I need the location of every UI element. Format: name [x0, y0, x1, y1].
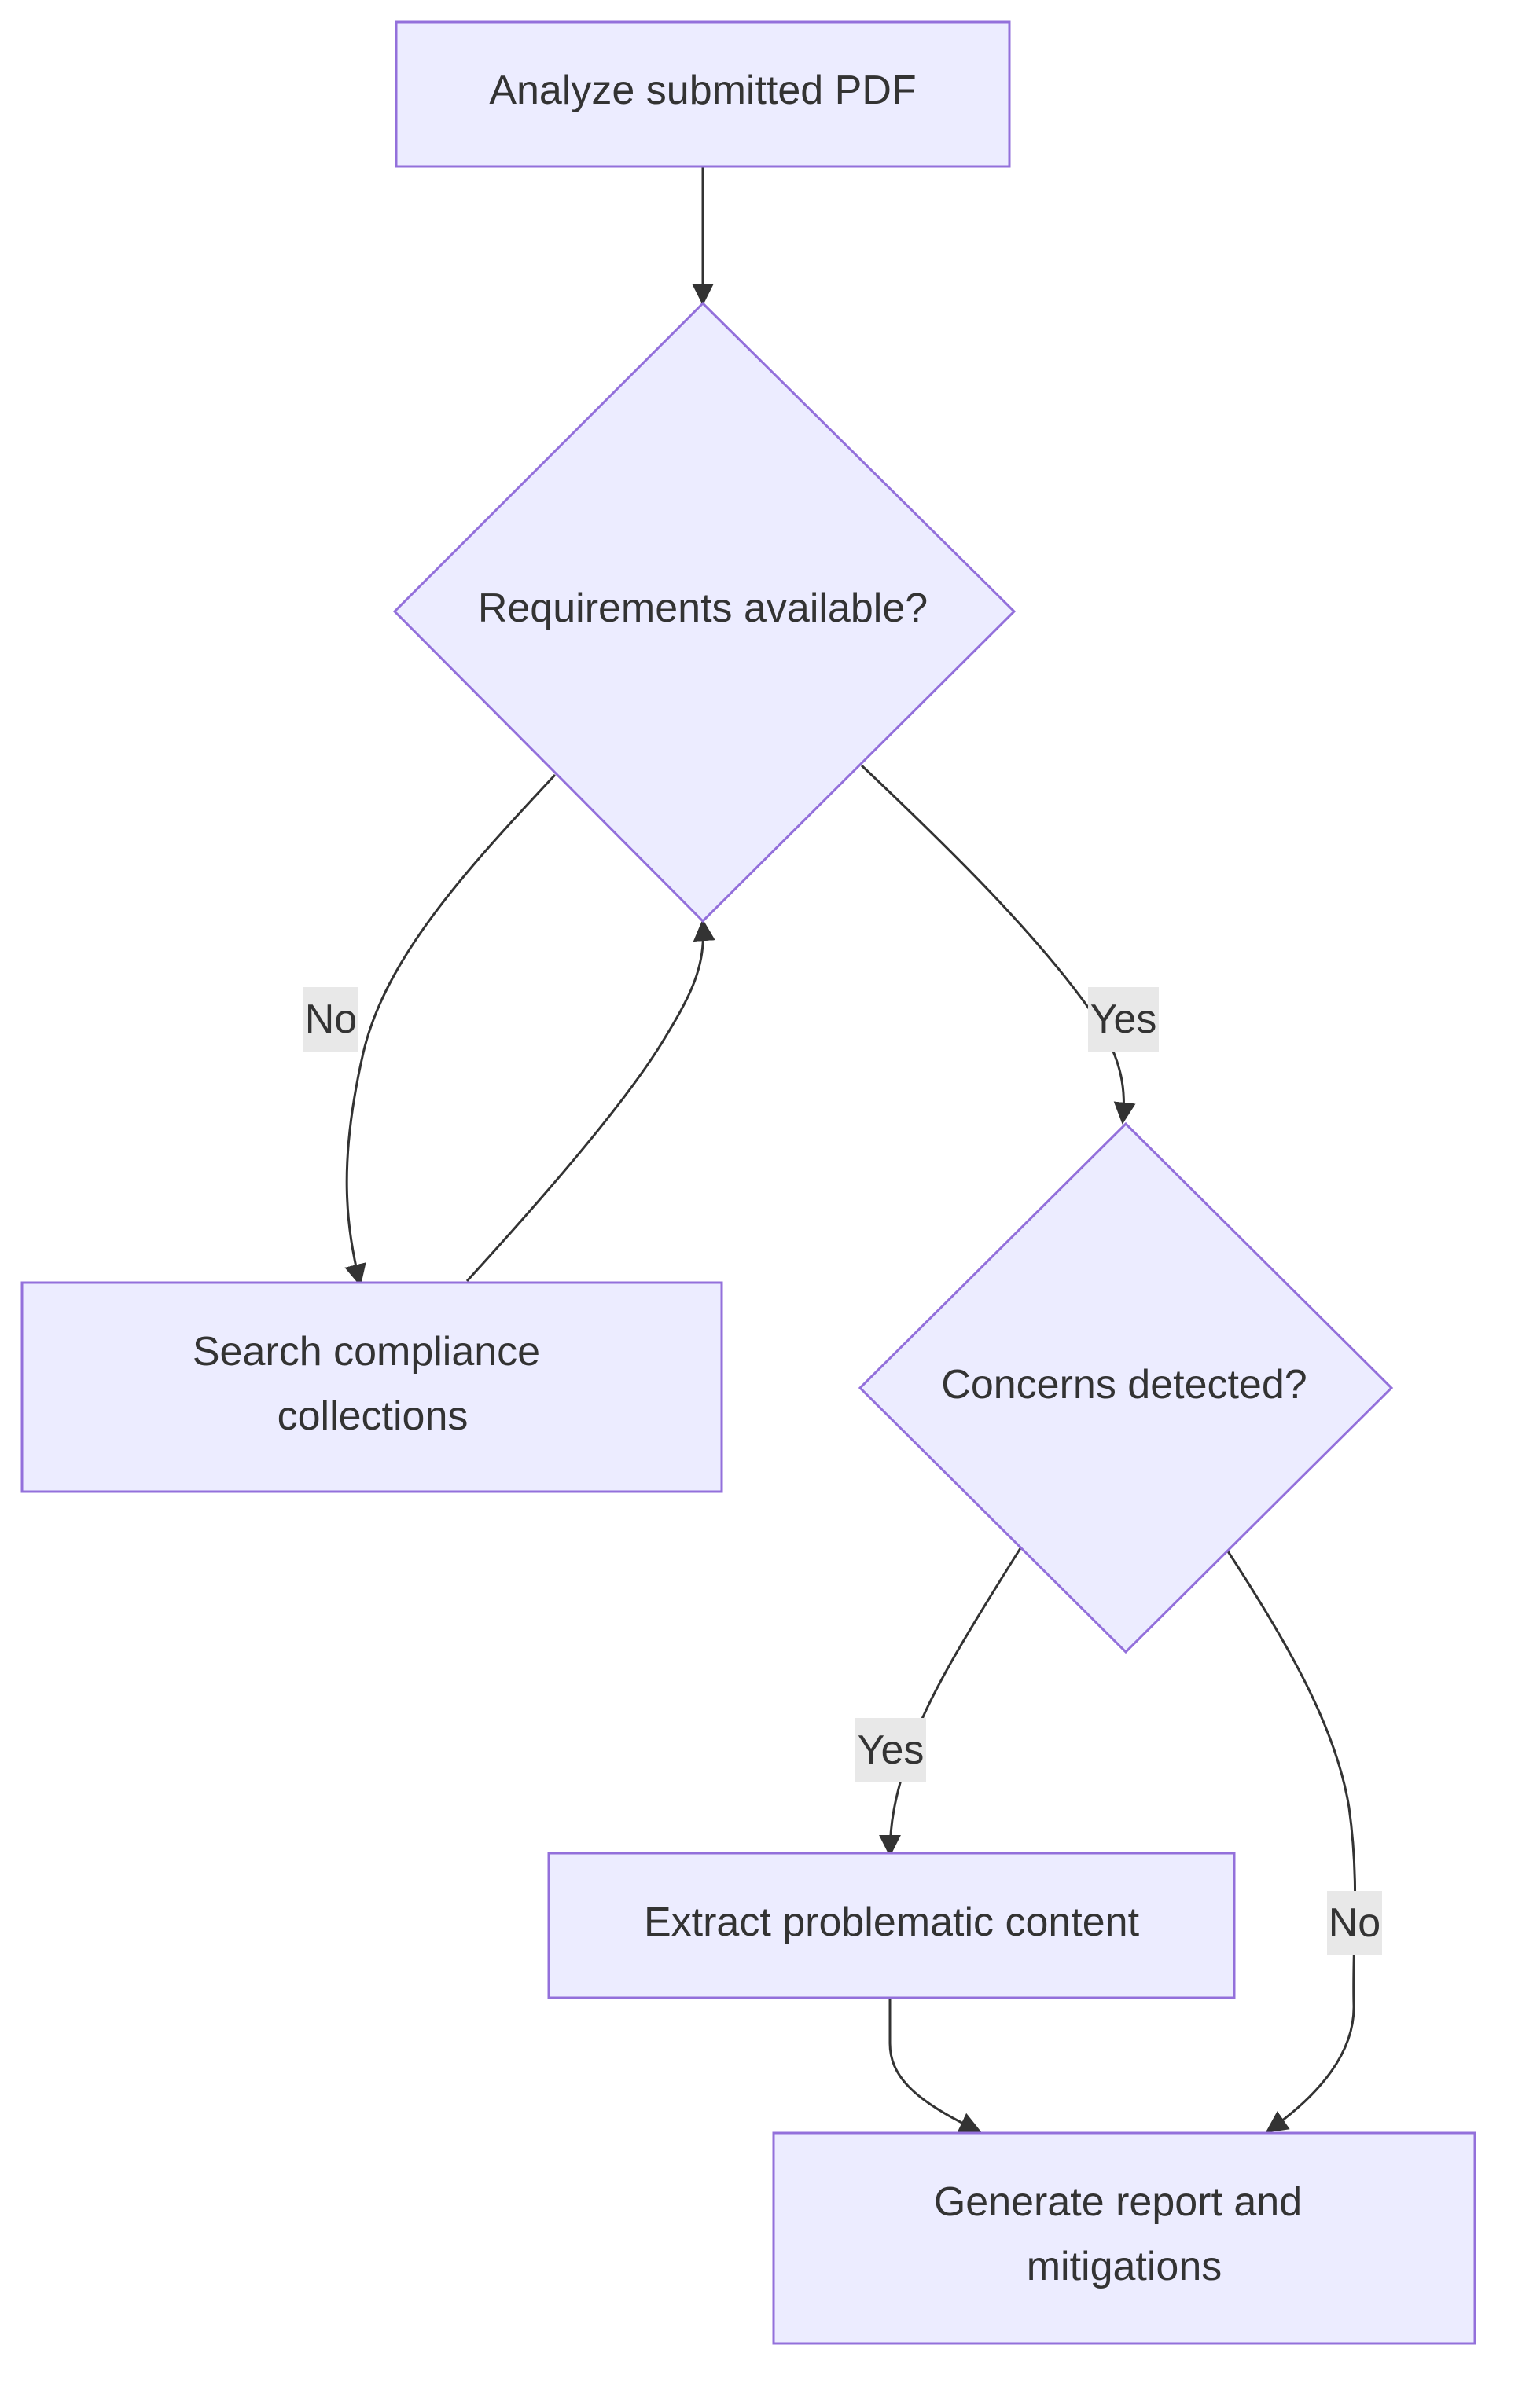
edge-extract-to-report: [888, 1998, 982, 2134]
node-requirements-available: Requirements available?: [392, 301, 1017, 923]
node-label: Analyze submitted PDF: [489, 68, 916, 113]
edge-label-requirements-yes: Yes: [1088, 987, 1159, 1052]
edge-concerns-to-extract-yes: [879, 1547, 1022, 1857]
node-search-compliance-collections: Search compliance collections: [20, 1281, 723, 1493]
node-label: Extract problematic content: [644, 1900, 1140, 1945]
node-analyze-submitted-pdf: Analyze submitted PDF: [395, 20, 1011, 168]
edge-label-concerns-no: No: [1327, 1891, 1382, 1955]
edge-requirements-to-concerns-yes: [860, 764, 1136, 1125]
edge-search-to-requirements: [465, 919, 715, 1283]
edge-label-text: No: [1329, 1900, 1380, 1946]
node-label: Concerns detected?: [941, 1362, 1307, 1408]
edge-label-text: Yes: [858, 1727, 925, 1773]
edge-requirements-to-search-no: [344, 773, 557, 1287]
node-generate-report-and-mitigations: Generate report and mitigations: [772, 2131, 1476, 2345]
node-label-line-2: collections: [278, 1393, 469, 1439]
node-label-line-1: Search compliance: [193, 1329, 540, 1375]
node-label-line-2: mitigations: [1027, 2244, 1222, 2289]
edge-concerns-to-report-no: [1226, 1551, 1357, 2133]
edge-label-text: Yes: [1090, 997, 1157, 1042]
node-label: Requirements available?: [478, 585, 928, 631]
node-label-line-1: Generate report and: [934, 2179, 1302, 2225]
node-concerns-detected: Concerns detected?: [858, 1121, 1394, 1654]
node-extract-problematic-content: Extract problematic content: [547, 1852, 1236, 1999]
edge-label-concerns-yes: Yes: [855, 1718, 926, 1782]
edge-label-text: No: [305, 997, 357, 1042]
edge-label-requirements-no: No: [303, 987, 358, 1052]
